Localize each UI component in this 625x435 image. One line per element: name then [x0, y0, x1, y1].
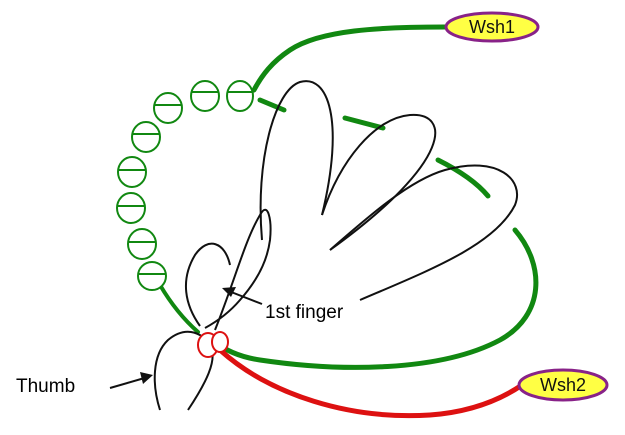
- green-bead: [227, 81, 253, 111]
- finger-first-knuckle: [186, 244, 230, 326]
- first-finger-label: 1st finger: [265, 302, 344, 323]
- wsh2-tag: Wsh2: [519, 370, 607, 400]
- green-bead: [132, 122, 160, 152]
- wsh2-label: Wsh2: [540, 375, 586, 395]
- green-thread-upper: [254, 27, 445, 90]
- thumb-label: Thumb: [16, 376, 75, 397]
- thumb-arrowhead: [140, 372, 153, 384]
- red-bead: [212, 332, 228, 352]
- bead-string: [117, 81, 253, 290]
- green-bead: [191, 81, 219, 111]
- wsh1-label: Wsh1: [469, 17, 515, 37]
- green-thread-left: [160, 285, 198, 332]
- wsh1-tag: Wsh1: [446, 13, 538, 41]
- finger-little: [330, 165, 517, 300]
- green-bead: [117, 193, 145, 223]
- green-bead: [138, 262, 166, 290]
- green-thread-outer-loop: [215, 230, 536, 367]
- green-bead: [118, 157, 146, 187]
- green-bead: [128, 229, 156, 259]
- green-bead: [154, 93, 182, 123]
- green-thread-between-fingers-2: [345, 118, 383, 128]
